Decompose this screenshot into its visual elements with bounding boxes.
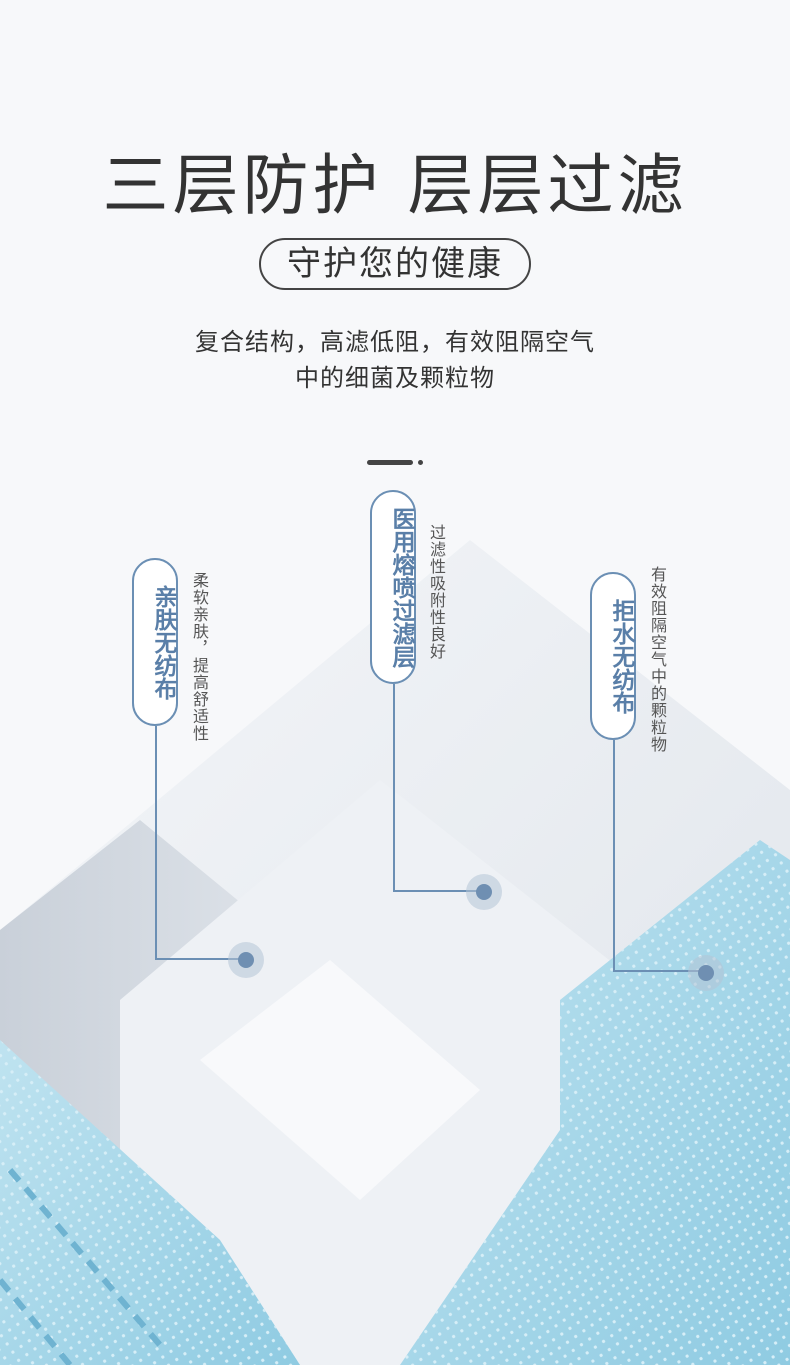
page-title: 三层防护 层层过滤 — [102, 147, 688, 224]
layer-1-marker-core — [238, 952, 254, 968]
layer-1-description: 柔软亲肤，提高舒适性 — [190, 572, 209, 742]
layer-2-marker — [466, 874, 502, 910]
layer-1-marker — [228, 942, 264, 978]
divider-dot — [418, 460, 423, 465]
layer-1-leader-horizontal — [155, 958, 245, 960]
description-line-1: 复合结构，高滤低阻，有效阻隔空气 — [195, 328, 595, 356]
layer-3-leader-vertical — [613, 740, 615, 972]
description: 复合结构，高滤低阻，有效阻隔空气 中的细菌及颗粒物 — [0, 324, 790, 396]
layer-2-leader-vertical — [393, 684, 395, 892]
layer-3-marker — [688, 955, 724, 991]
layer-3-description: 有效阻隔空气中的颗粒物 — [648, 566, 667, 753]
layer-2-marker-core — [476, 884, 492, 900]
layer-3-marker-core — [698, 965, 714, 981]
description-line-2: 中的细菌及颗粒物 — [295, 364, 495, 392]
layer-2-leader-horizontal — [393, 890, 483, 892]
layer-3-label: 拒水无纺布 — [590, 572, 636, 740]
layer-2-label: 医用熔喷过滤层 — [370, 490, 416, 684]
mask-layers-illustration — [0, 540, 790, 1365]
layer-2-description: 过滤性吸附性良好 — [427, 524, 446, 660]
subtitle-badge: 守护您的健康 — [259, 238, 531, 290]
layer-3-leader-horizontal — [613, 970, 705, 972]
layer-1-leader-vertical — [155, 726, 157, 960]
divider-dash — [367, 460, 413, 465]
layer-1-label: 亲肤无纺布 — [132, 558, 178, 726]
